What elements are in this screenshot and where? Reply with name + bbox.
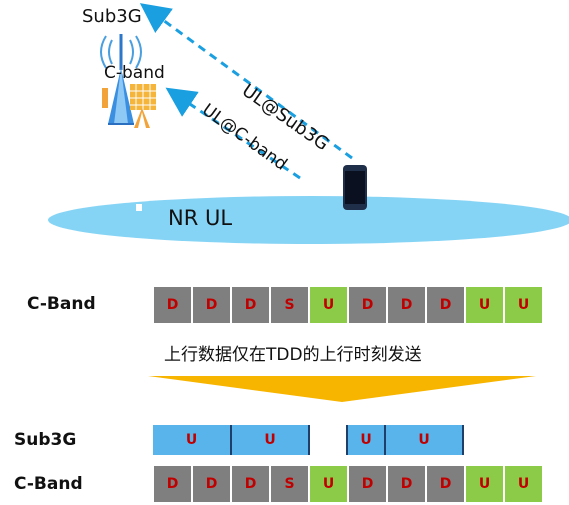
- caption: 上行数据仅在TDD的上行时刻发送: [164, 345, 422, 365]
- sub3g-slot-4: U: [386, 425, 464, 455]
- ground-ellipse: [48, 196, 569, 244]
- bottom-slot-6: D: [348, 465, 387, 503]
- bottom-slot-2: D: [192, 465, 231, 503]
- bottom-slot-9: U: [465, 465, 504, 503]
- slot-5: U: [309, 286, 348, 324]
- slot-1: D: [153, 286, 192, 324]
- bottom-slot-10: U: [504, 465, 543, 503]
- cband-bottom-row-label: C-Band: [14, 474, 83, 494]
- slot-2: D: [192, 286, 231, 324]
- slot-4: S: [270, 286, 309, 324]
- network-illustration: [48, 3, 569, 244]
- slot-6: D: [348, 286, 387, 324]
- bottom-slot-4: S: [270, 465, 309, 503]
- bottom-slot-8: D: [426, 465, 465, 503]
- slot-3: D: [231, 286, 270, 324]
- slot-10: U: [504, 286, 543, 324]
- nr-ul-label: NR UL: [168, 206, 233, 230]
- sub3g-slot-3: U: [346, 425, 386, 455]
- sub3g-row-label: Sub3G: [14, 430, 77, 450]
- cband-bottom-slot-row: D D D S U D D D U U: [153, 465, 543, 503]
- bottom-slot-1: D: [153, 465, 192, 503]
- phone-icon: [343, 165, 367, 210]
- sub3g-slot-2: U: [232, 425, 310, 455]
- tower-icon: [102, 68, 156, 128]
- bottom-slot-7: D: [387, 465, 426, 503]
- transition-triangle: [148, 376, 536, 402]
- cband-label: C-band: [104, 63, 165, 83]
- slot-9: U: [465, 286, 504, 324]
- sub3g-slot-1: U: [153, 425, 232, 455]
- slot-8: D: [426, 286, 465, 324]
- slot-7: D: [387, 286, 426, 324]
- cband-row-label: C-Band: [27, 294, 96, 314]
- sub3g-antenna-icon: [100, 34, 142, 70]
- sub3g-label: Sub3G: [82, 6, 142, 27]
- ul-cband-arrow: [165, 87, 301, 180]
- cband-slot-row: D D D S U D D D U U: [153, 286, 543, 324]
- bottom-slot-3: D: [231, 465, 270, 503]
- bottom-slot-5: U: [309, 465, 348, 503]
